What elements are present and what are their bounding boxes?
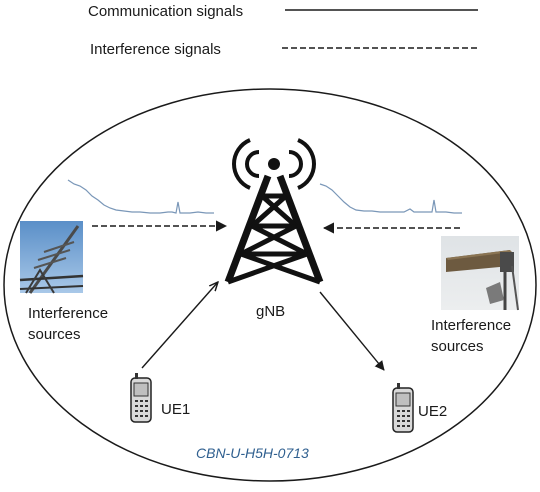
interference-left-line1: Interference xyxy=(28,305,108,322)
uplink-arrow-ue1 xyxy=(141,282,218,369)
interference-left-line2: sources xyxy=(28,326,81,343)
ue1-label: UE1 xyxy=(161,401,190,418)
left-spectrum-trace xyxy=(67,179,214,214)
coverage-boundary xyxy=(3,88,537,482)
legend: Communication signals Interference signa… xyxy=(88,3,478,58)
watermark-text: CBN-U-H5H-0713 xyxy=(196,445,309,461)
interference-right-line2: sources xyxy=(431,338,484,355)
mobile-phone-icon xyxy=(392,383,414,433)
legend-interference-label: Interference signals xyxy=(90,41,221,58)
panel-antenna-photo xyxy=(441,236,519,311)
ue2-label: UE2 xyxy=(418,403,447,420)
legend-communication-label: Communication signals xyxy=(88,3,243,20)
downlink-arrow-ue2 xyxy=(319,291,385,371)
mobile-phone-icon xyxy=(130,373,152,423)
right-spectrum-trace xyxy=(319,183,462,214)
interference-right-line1: Interference xyxy=(431,317,511,334)
gnb-label: gNB xyxy=(256,303,285,320)
cell-tower-icon xyxy=(224,138,324,285)
antenna-photo xyxy=(19,221,84,294)
